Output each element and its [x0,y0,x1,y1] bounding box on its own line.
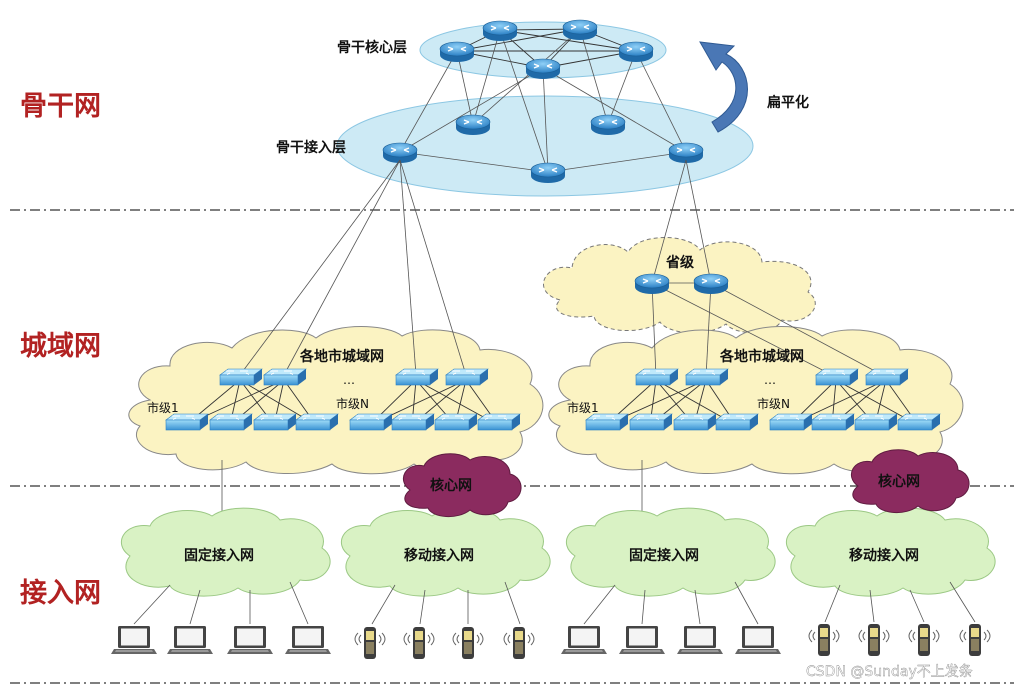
mobile-phone-icon [403,626,435,660]
metro-cloud-left [128,326,544,475]
switch-right-top-3 [815,368,859,386]
section-label-access: 接入网 [20,578,101,609]
switch-right-bottom-7 [854,413,898,431]
label-flatten: 扁平化 [767,94,809,111]
label-mobile-access-right: 移动接入网 [849,547,919,564]
switch-left-top-4 [445,368,489,386]
mobile-phone-icon [808,623,840,657]
mobile-phone-icon [908,623,940,657]
laptop-icon [619,626,665,654]
label-province: 省级 [665,254,695,271]
laptop-icon [227,626,273,654]
access-cloud-mobile-right [785,507,996,597]
curved-arrow-icon [699,41,748,133]
section-label-metro: 城域网 [20,331,101,362]
backbone-access-layer [336,95,754,197]
access-cloud-mobile-left [340,507,551,597]
label-fixed-access-left: 固定接入网 [184,547,254,564]
backbone-access-router-2 [590,114,626,136]
label-metro-right-title: 各地市城域网 [719,348,804,365]
mobile-phone-icon [959,623,991,657]
mobile-phone-icon [503,626,535,660]
access-cloud-fixed-right [565,507,776,597]
section-label-backbone: 骨干网 [20,91,101,122]
mobile-phone-icon [858,623,890,657]
province-router-1 [634,273,670,295]
label-access-layer: 骨干接入层 [276,139,346,156]
mobile-phone-icon [354,626,386,660]
label-core-layer: 骨干核心层 [337,39,407,56]
label-ellipsis-left: … [343,373,355,387]
label-cityN-left: 市级N [336,396,369,411]
switch-left-bottom-1 [165,413,209,431]
switch-right-bottom-6 [811,413,855,431]
switch-right-bottom-4 [715,413,759,431]
label-core-net-right: 核心网 [878,473,920,490]
switch-right-bottom-1 [585,413,629,431]
province-cloud [542,237,816,334]
laptop-icon [677,626,723,654]
switch-left-top-2 [263,368,307,386]
switch-right-top-2 [685,368,729,386]
core-net-cloud-right [851,449,970,513]
switch-right-bottom-3 [673,413,717,431]
province-router-2 [693,273,729,295]
switch-left-bottom-8 [477,413,521,431]
core-router-2 [562,19,598,41]
switch-left-bottom-7 [434,413,478,431]
switch-left-bottom-5 [349,413,393,431]
label-core-net-left: 核心网 [430,477,472,494]
mobile-phone-icon [452,626,484,660]
label-city1-left: 市级1 [147,400,179,415]
label-mobile-access-left: 移动接入网 [404,547,474,564]
access-cloud-fixed-left [120,507,331,597]
label-city1-right: 市级1 [567,400,599,415]
core-to-access-links [399,28,687,173]
switch-right-top-1 [635,368,679,386]
backbone-access-router-1 [455,114,491,136]
switch-right-bottom-5 [769,413,813,431]
switch-left-bottom-6 [391,413,435,431]
label-ellipsis-right: … [764,373,776,387]
switch-left-top-3 [395,368,439,386]
switch-right-top-4 [865,368,909,386]
switch-right-bottom-2 [629,413,673,431]
switch-left-bottom-3 [253,413,297,431]
metro-cloud-right [548,326,964,475]
laptop-icon [167,626,213,654]
laptop-icon [561,626,607,654]
switch-left-bottom-2 [209,413,253,431]
core-router-1 [482,20,518,42]
core-router-3 [439,41,475,63]
label-cityN-right: 市级N [757,396,790,411]
core-router-4 [618,41,654,63]
laptop-icon [735,626,781,654]
laptop-icon [111,626,157,654]
backbone-access-router-5 [530,162,566,184]
core-router-5 [525,58,561,80]
backbone-to-metro-links [239,159,712,376]
watermark: CSDN @Sunday不上发条 [806,663,973,680]
label-fixed-access-right: 固定接入网 [629,547,699,564]
switch-right-bottom-8 [897,413,941,431]
laptop-icon [285,626,331,654]
switch-left-top-1 [219,368,263,386]
core-net-cloud-left [403,453,522,517]
switch-left-bottom-4 [295,413,339,431]
access-device-links [133,581,976,625]
label-metro-left-title: 各地市城域网 [299,348,384,365]
